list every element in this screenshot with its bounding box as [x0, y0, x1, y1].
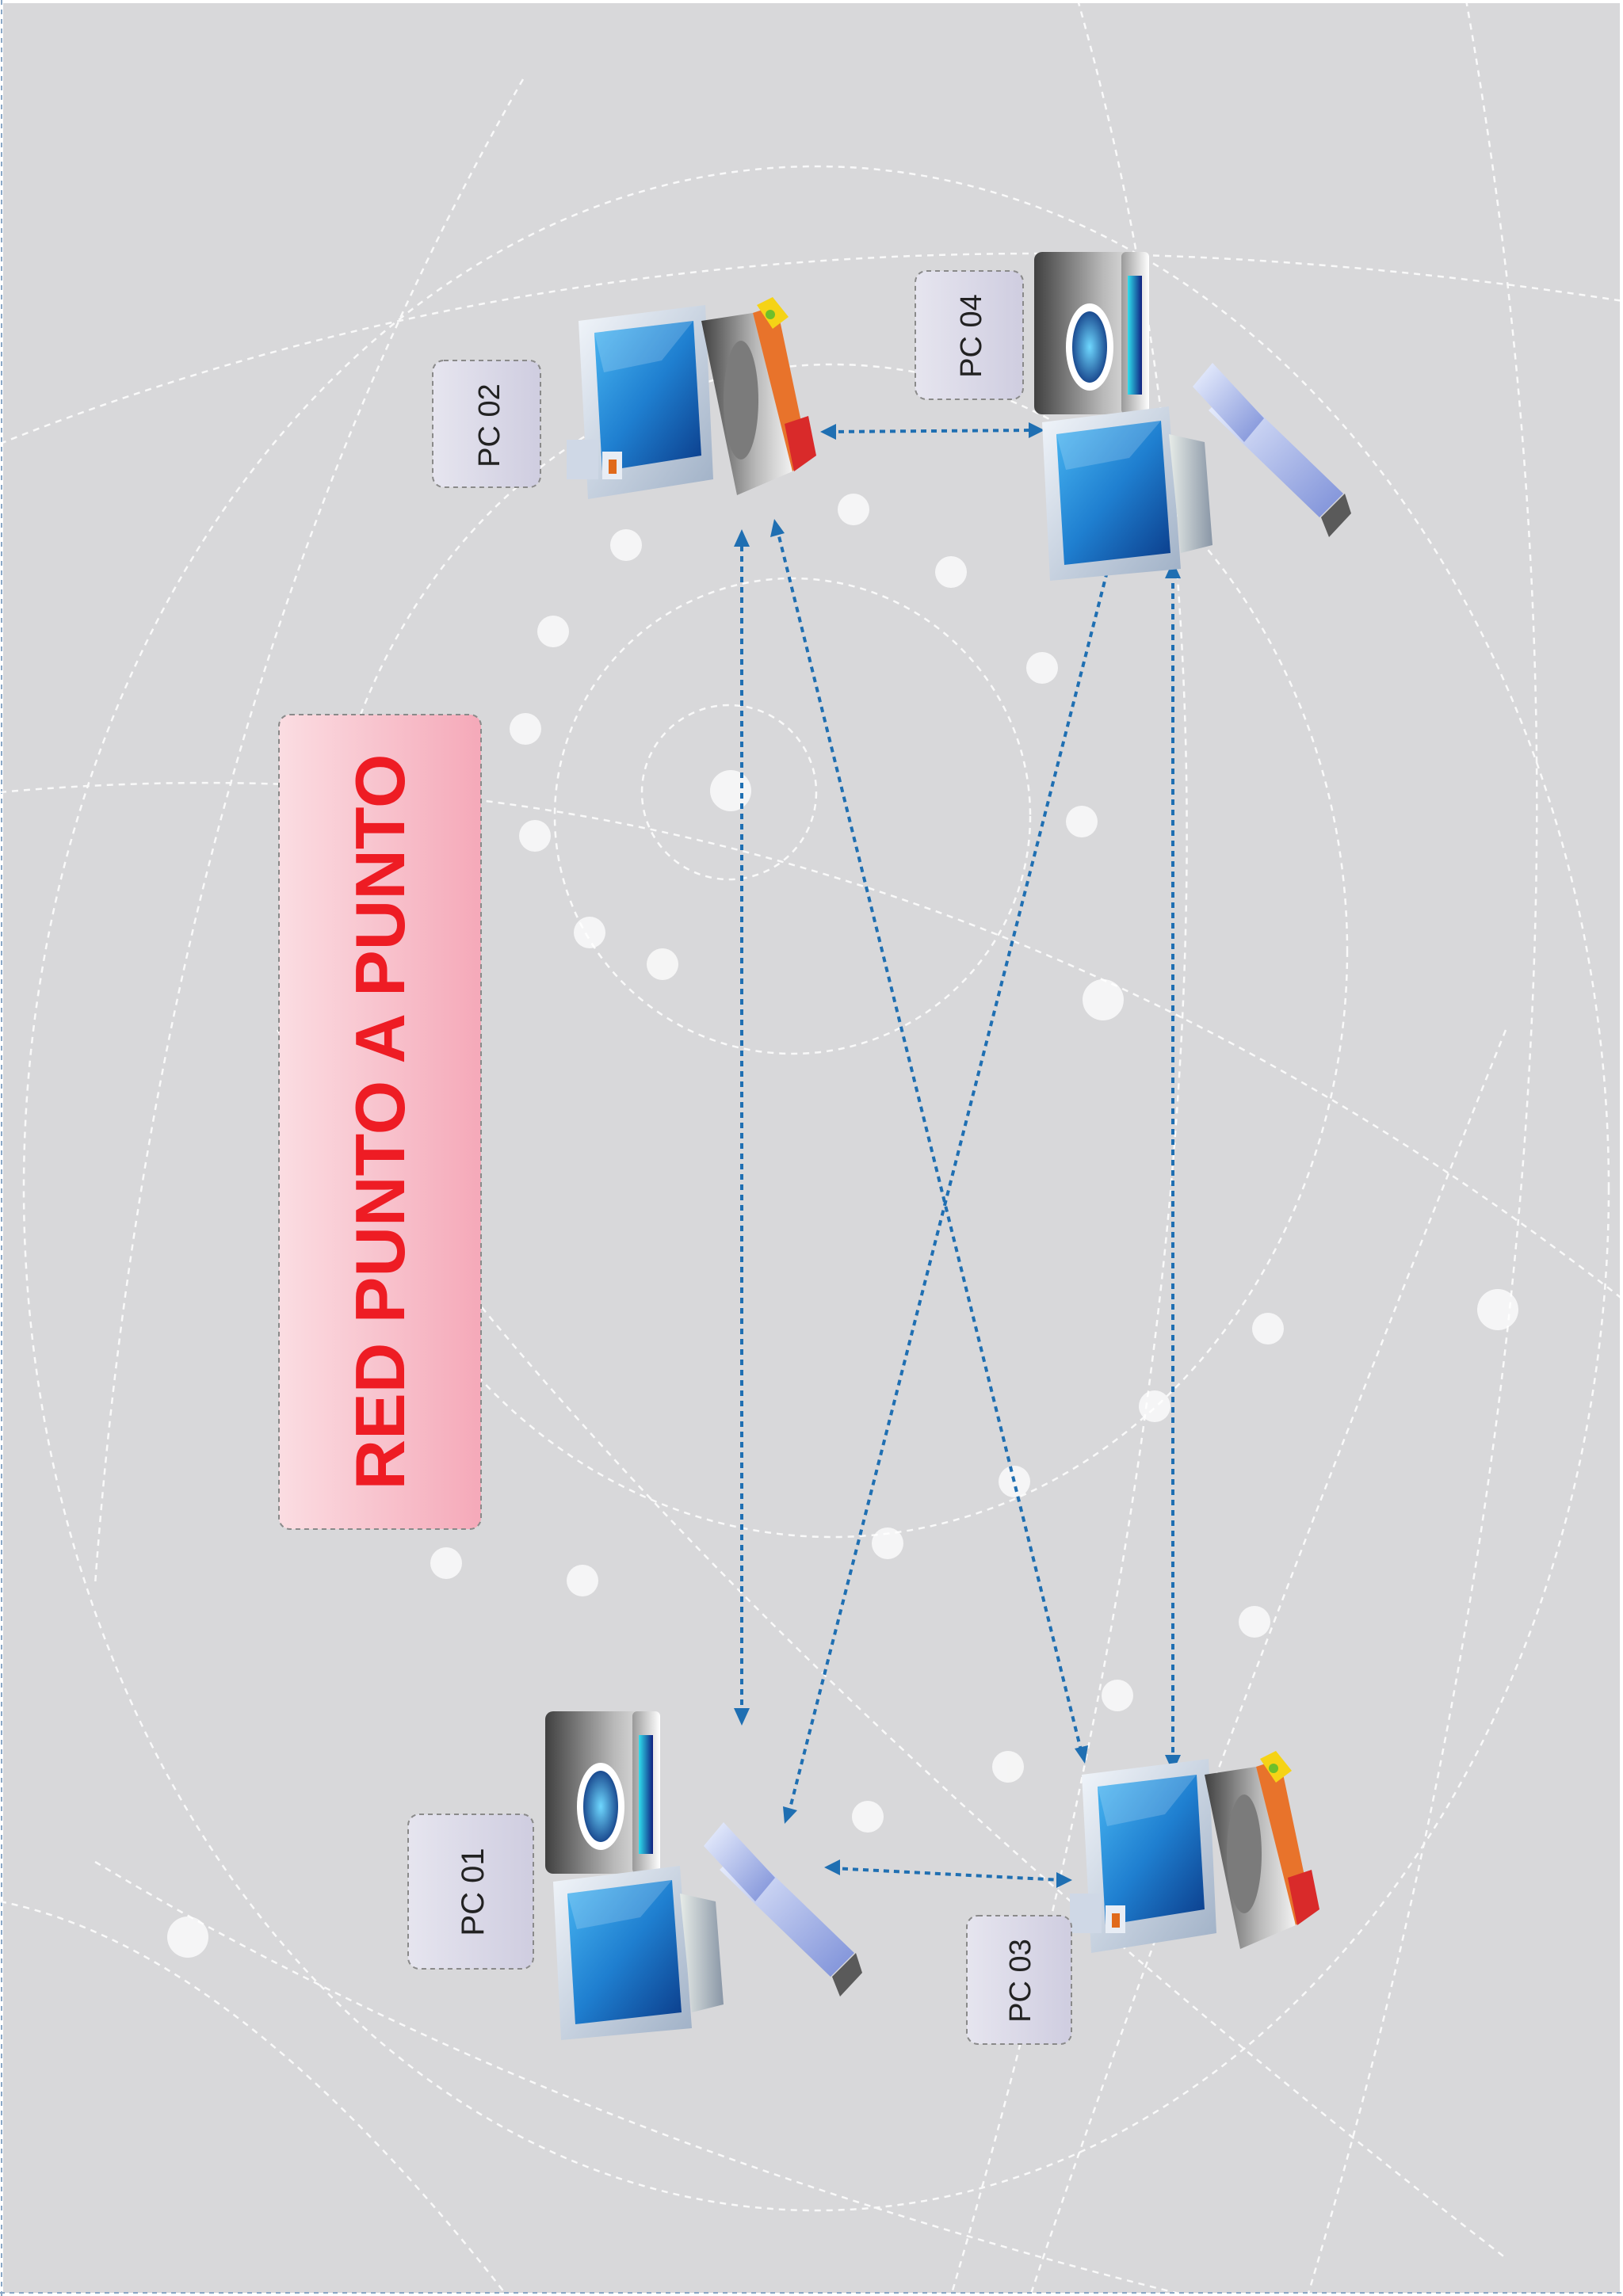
diagram-background [3, 3, 1620, 2293]
link-pc02-pc03 [775, 526, 1083, 1754]
pc-04-label: PC 04 [955, 294, 988, 378]
diagram-title: RED PUNTO A PUNTO [341, 754, 419, 1490]
pc-01-label-box [407, 1814, 534, 1970]
title-box [278, 714, 482, 1530]
pc-04-label-box [915, 270, 1024, 400]
pc-03-label: PC 03 [1004, 1939, 1037, 2023]
link-pc02-pc04 [827, 429, 1035, 433]
pc-03-computer [1070, 1751, 1319, 1953]
pc-03-label-box [966, 1915, 1072, 2045]
pc-02-label: PC 02 [473, 383, 506, 467]
decorative-dots [167, 494, 1518, 1958]
pc-02-label-box [432, 360, 541, 488]
link-pc01-pc03 [831, 1867, 1063, 1882]
pc-02-computer [567, 297, 816, 499]
pc-01-label: PC 01 [456, 1848, 491, 1936]
network-links [740, 429, 1174, 1882]
